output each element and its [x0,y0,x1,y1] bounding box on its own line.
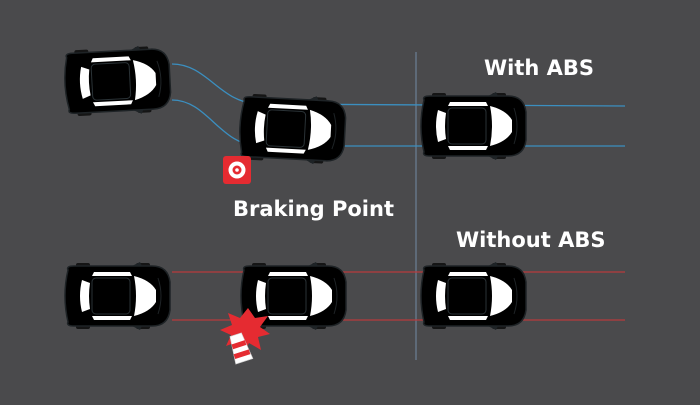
without-abs-label: Without ABS [456,228,606,252]
abs-car-swerve [237,91,348,167]
nonabs-car-start [64,261,171,331]
braking-point-label: Braking Point [233,197,394,221]
nonabs-tire-tracks [172,271,625,321]
abs-car-start [62,43,173,119]
abs-car-end [420,91,527,161]
nonabs-car-end [420,261,527,331]
target-cone-icon [223,156,251,184]
traffic-cone-icon [229,332,254,365]
with-abs-label: With ABS [484,56,595,80]
